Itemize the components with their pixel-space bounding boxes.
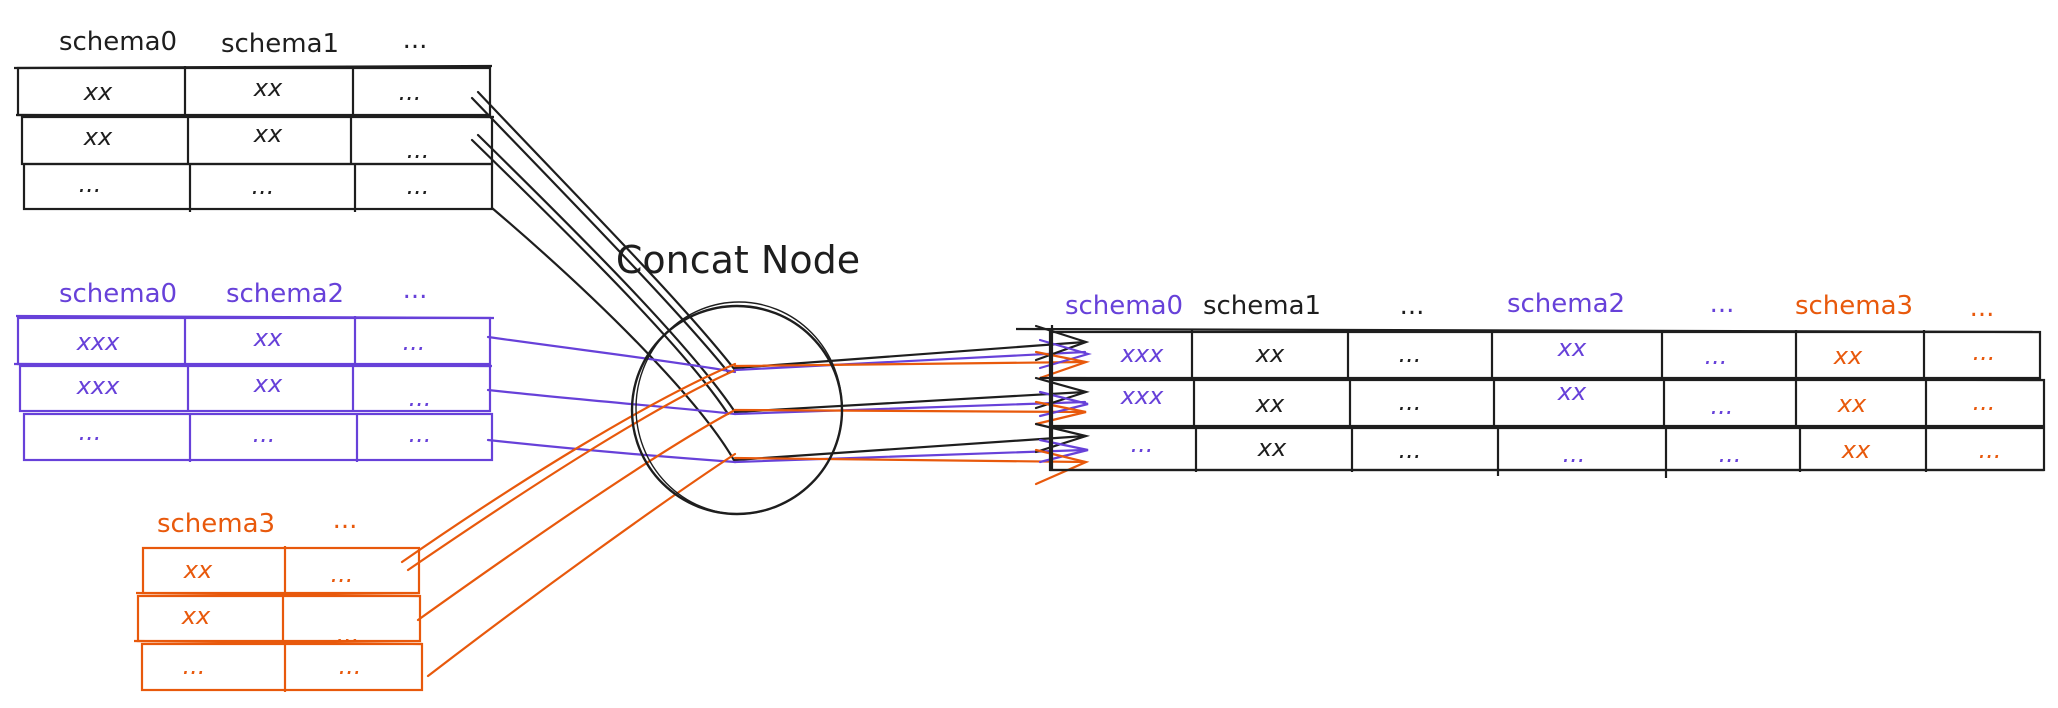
table-out-header-7: ... (1970, 293, 1995, 323)
table-a-cell: xx (83, 123, 113, 151)
table-b (13, 314, 495, 462)
table-b-header-2: schema2 (226, 279, 344, 309)
table-b-header-3: ... (403, 275, 428, 305)
table-out-cell: ... (1979, 436, 2002, 464)
table-b-cell: ... (79, 418, 102, 446)
table-c-cell: xx (181, 602, 211, 630)
table-out-cell: xx (1257, 434, 1287, 462)
table-out-row-2 (1048, 378, 2046, 428)
table-a-cell: xx (253, 74, 283, 102)
table-out-cells: xxx xx ... xx ... xx ... xxx xx ... xx .… (1120, 334, 2002, 468)
table-c (133, 546, 424, 692)
table-out-cell: xx (1255, 390, 1285, 418)
table-a-cell: ... (399, 78, 422, 106)
output-connectors (733, 340, 1087, 464)
concat-node-circle-sketch (635, 301, 843, 515)
table-c-cell: ... (337, 620, 360, 648)
table-a-row-3 (22, 162, 494, 211)
table-b-text: schema0 schema2 ... xxx xx ... xxx xx ..… (59, 275, 432, 448)
table-c-row-2 (136, 594, 422, 643)
table-c-cell: ... (339, 652, 362, 680)
table-out-header-3: ... (1400, 291, 1425, 321)
table-out-cell: ... (1399, 436, 1422, 464)
table-b-row-3 (22, 412, 494, 462)
table-out-cell: xxx (1120, 382, 1164, 410)
table-out-header-6: schema3 (1795, 291, 1913, 321)
table-out (1015, 325, 2046, 478)
table-out-header-1: schema0 (1065, 291, 1183, 321)
table-b-cell: xx (253, 324, 283, 352)
table-out-cell: xxx (1120, 340, 1164, 368)
table-c-header-2: ... (333, 505, 358, 535)
table-c-row-3 (140, 642, 424, 692)
table-b-cell: xxx (76, 372, 120, 400)
table-out-cell: ... (1399, 388, 1422, 416)
table-out-header-5: ... (1710, 289, 1735, 319)
table-a (13, 64, 495, 212)
table-c-connectors (400, 362, 742, 678)
connectors (400, 90, 1092, 678)
table-b-connectors (486, 335, 737, 464)
table-b-cell: ... (253, 420, 276, 448)
table-c-cell: ... (331, 560, 354, 588)
table-b-cell: ... (409, 420, 432, 448)
table-a-cell: ... (252, 172, 275, 200)
table-out-cell: ... (1973, 388, 1996, 416)
table-out-cell: ... (1563, 440, 1586, 468)
table-b-header-1: schema0 (59, 279, 177, 309)
table-c-header-1: schema3 (157, 509, 275, 539)
table-c-row-1 (141, 546, 421, 595)
table-c-cell: ... (183, 652, 206, 680)
table-out-cell: xx (1833, 342, 1863, 370)
concat-node-label: Concat Node (616, 238, 860, 282)
table-out-header-2: schema1 (1203, 291, 1321, 321)
table-b-cell: xx (253, 370, 283, 398)
table-out-cell: xx (1255, 340, 1285, 368)
table-a-text: schema0 schema1 ... xx xx ... xx xx ... … (59, 25, 430, 200)
table-a-header-1: schema0 (59, 27, 177, 57)
arrow-heads (1034, 324, 1092, 486)
table-a-cell: xx (83, 78, 113, 106)
table-out-row-1 (1048, 330, 2042, 380)
table-a-header-3: ... (403, 25, 428, 55)
table-out-cell: xx (1557, 334, 1587, 362)
table-out-header-4: schema2 (1507, 289, 1625, 319)
table-b-cell: ... (409, 384, 432, 412)
table-out-cell: xx (1557, 378, 1587, 406)
table-out-cell: ... (1705, 342, 1728, 370)
table-out-cell: xx (1841, 436, 1871, 464)
table-out-row-3 (1048, 426, 2046, 472)
table-out-cell: ... (1973, 338, 1996, 366)
table-out-cell: ... (1719, 440, 1742, 468)
table-b-cell: xxx (76, 328, 120, 356)
table-out-cell: ... (1399, 340, 1422, 368)
table-out-cell: ... (1131, 430, 1154, 458)
table-b-cell: ... (403, 328, 426, 356)
table-a-connectors (470, 90, 737, 464)
table-c-cell: xx (183, 556, 213, 584)
table-out-cell: xx (1837, 390, 1867, 418)
table-a-cell: xx (253, 120, 283, 148)
concat-node: Concat Node (616, 238, 860, 516)
table-a-cell: ... (407, 172, 430, 200)
table-out-headers: schema0 schema1 ... schema2 ... schema3 … (1065, 289, 1994, 323)
table-a-cell: ... (407, 136, 430, 164)
table-c-text: schema3 ... xx ... xx ... ... ... (157, 505, 362, 680)
table-a-cell: ... (79, 170, 102, 198)
table-a-header-2: schema1 (221, 29, 339, 59)
table-out-cell: ... (1711, 392, 1734, 420)
